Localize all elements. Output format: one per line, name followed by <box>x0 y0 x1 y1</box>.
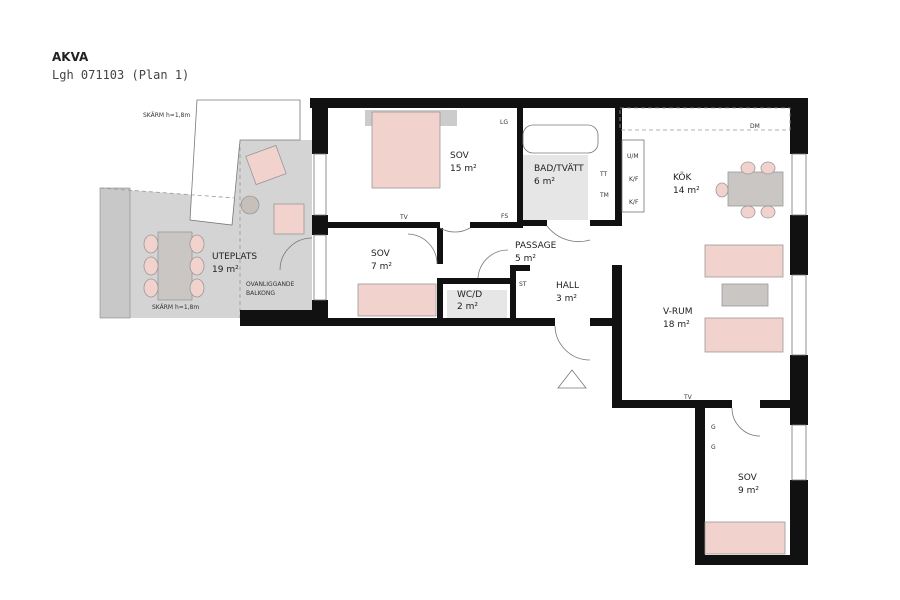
project-title: AKVA <box>52 50 89 64</box>
screen-note-bottom: SKÄRM h=1,8m <box>152 304 199 311</box>
armchair <box>273 203 305 235</box>
wardrobe-label: G <box>711 444 716 451</box>
sofa <box>704 244 784 278</box>
storage-label: ST <box>519 281 527 288</box>
room-passage-area: 5 m² <box>515 254 536 264</box>
room-wc-name: WC/D <box>457 290 482 300</box>
room-sov7-name: SOV <box>371 249 391 259</box>
fridge-label: K/F <box>629 176 639 183</box>
bed <box>704 521 786 555</box>
sofa <box>704 317 784 353</box>
dryer-label: TT <box>599 171 608 178</box>
washer-label: TM <box>599 192 609 199</box>
coffee-table <box>721 283 769 307</box>
room-vrum-area: 18 m² <box>663 320 690 330</box>
dishwasher-label: DM <box>750 123 760 130</box>
room-uteplats-name: UTEPLATS <box>212 252 257 262</box>
windows <box>313 153 807 481</box>
terrace-table <box>157 231 193 301</box>
room-passage-name: PASSAGE <box>515 241 557 251</box>
room-sov9-area: 9 m² <box>738 486 759 496</box>
double-bed <box>371 111 441 189</box>
room-uteplats-area: 19 m² <box>212 265 239 275</box>
doors <box>279 225 761 437</box>
fridge-label: K/F <box>629 199 639 206</box>
apartment-number: Lgh 071103 (Plan 1) <box>52 68 190 82</box>
walls <box>240 98 808 565</box>
room-labels: SOV 15 m² BAD/TVÄTT 6 m² KÖK 14 m² UTEPL… <box>212 151 759 496</box>
tv-label: TV <box>399 214 409 221</box>
room-sov9-name: SOV <box>738 473 758 483</box>
balcony-note-1: OVANLIGGANDE <box>246 281 295 288</box>
room-sov15-name: SOV <box>450 151 470 161</box>
room-sov15-area: 15 m² <box>450 164 477 174</box>
room-hall-area: 3 m² <box>556 294 577 304</box>
balcony-note-2: BALKONG <box>246 290 275 297</box>
wardrobe-label: LG <box>500 119 508 126</box>
wardrobe-label: G <box>711 424 716 431</box>
dining-table <box>727 171 784 207</box>
bathtub <box>522 124 599 154</box>
room-bad-name: BAD/TVÄTT <box>534 163 584 174</box>
bed <box>357 283 437 317</box>
annotations: SKÄRM h=1,8m SKÄRM h=1,8m OVANLIGGANDE B… <box>143 112 760 451</box>
oven-label: U/M <box>627 153 639 160</box>
terrace <box>99 99 312 320</box>
room-bad-area: 6 m² <box>534 177 555 187</box>
furniture <box>357 107 791 555</box>
fs-label: FS <box>501 213 508 220</box>
room-sov7-area: 7 m² <box>371 262 392 272</box>
room-kok-area: 14 m² <box>673 186 700 196</box>
room-wc-area: 2 m² <box>457 302 478 312</box>
tv-label: TV <box>683 394 693 401</box>
screen-note-top: SKÄRM h=1,8m <box>143 112 190 119</box>
room-hall-name: HALL <box>556 281 579 291</box>
armchair <box>245 144 287 186</box>
room-kok-name: KÖK <box>673 172 692 183</box>
room-vrum-name: V-RUM <box>663 307 692 317</box>
